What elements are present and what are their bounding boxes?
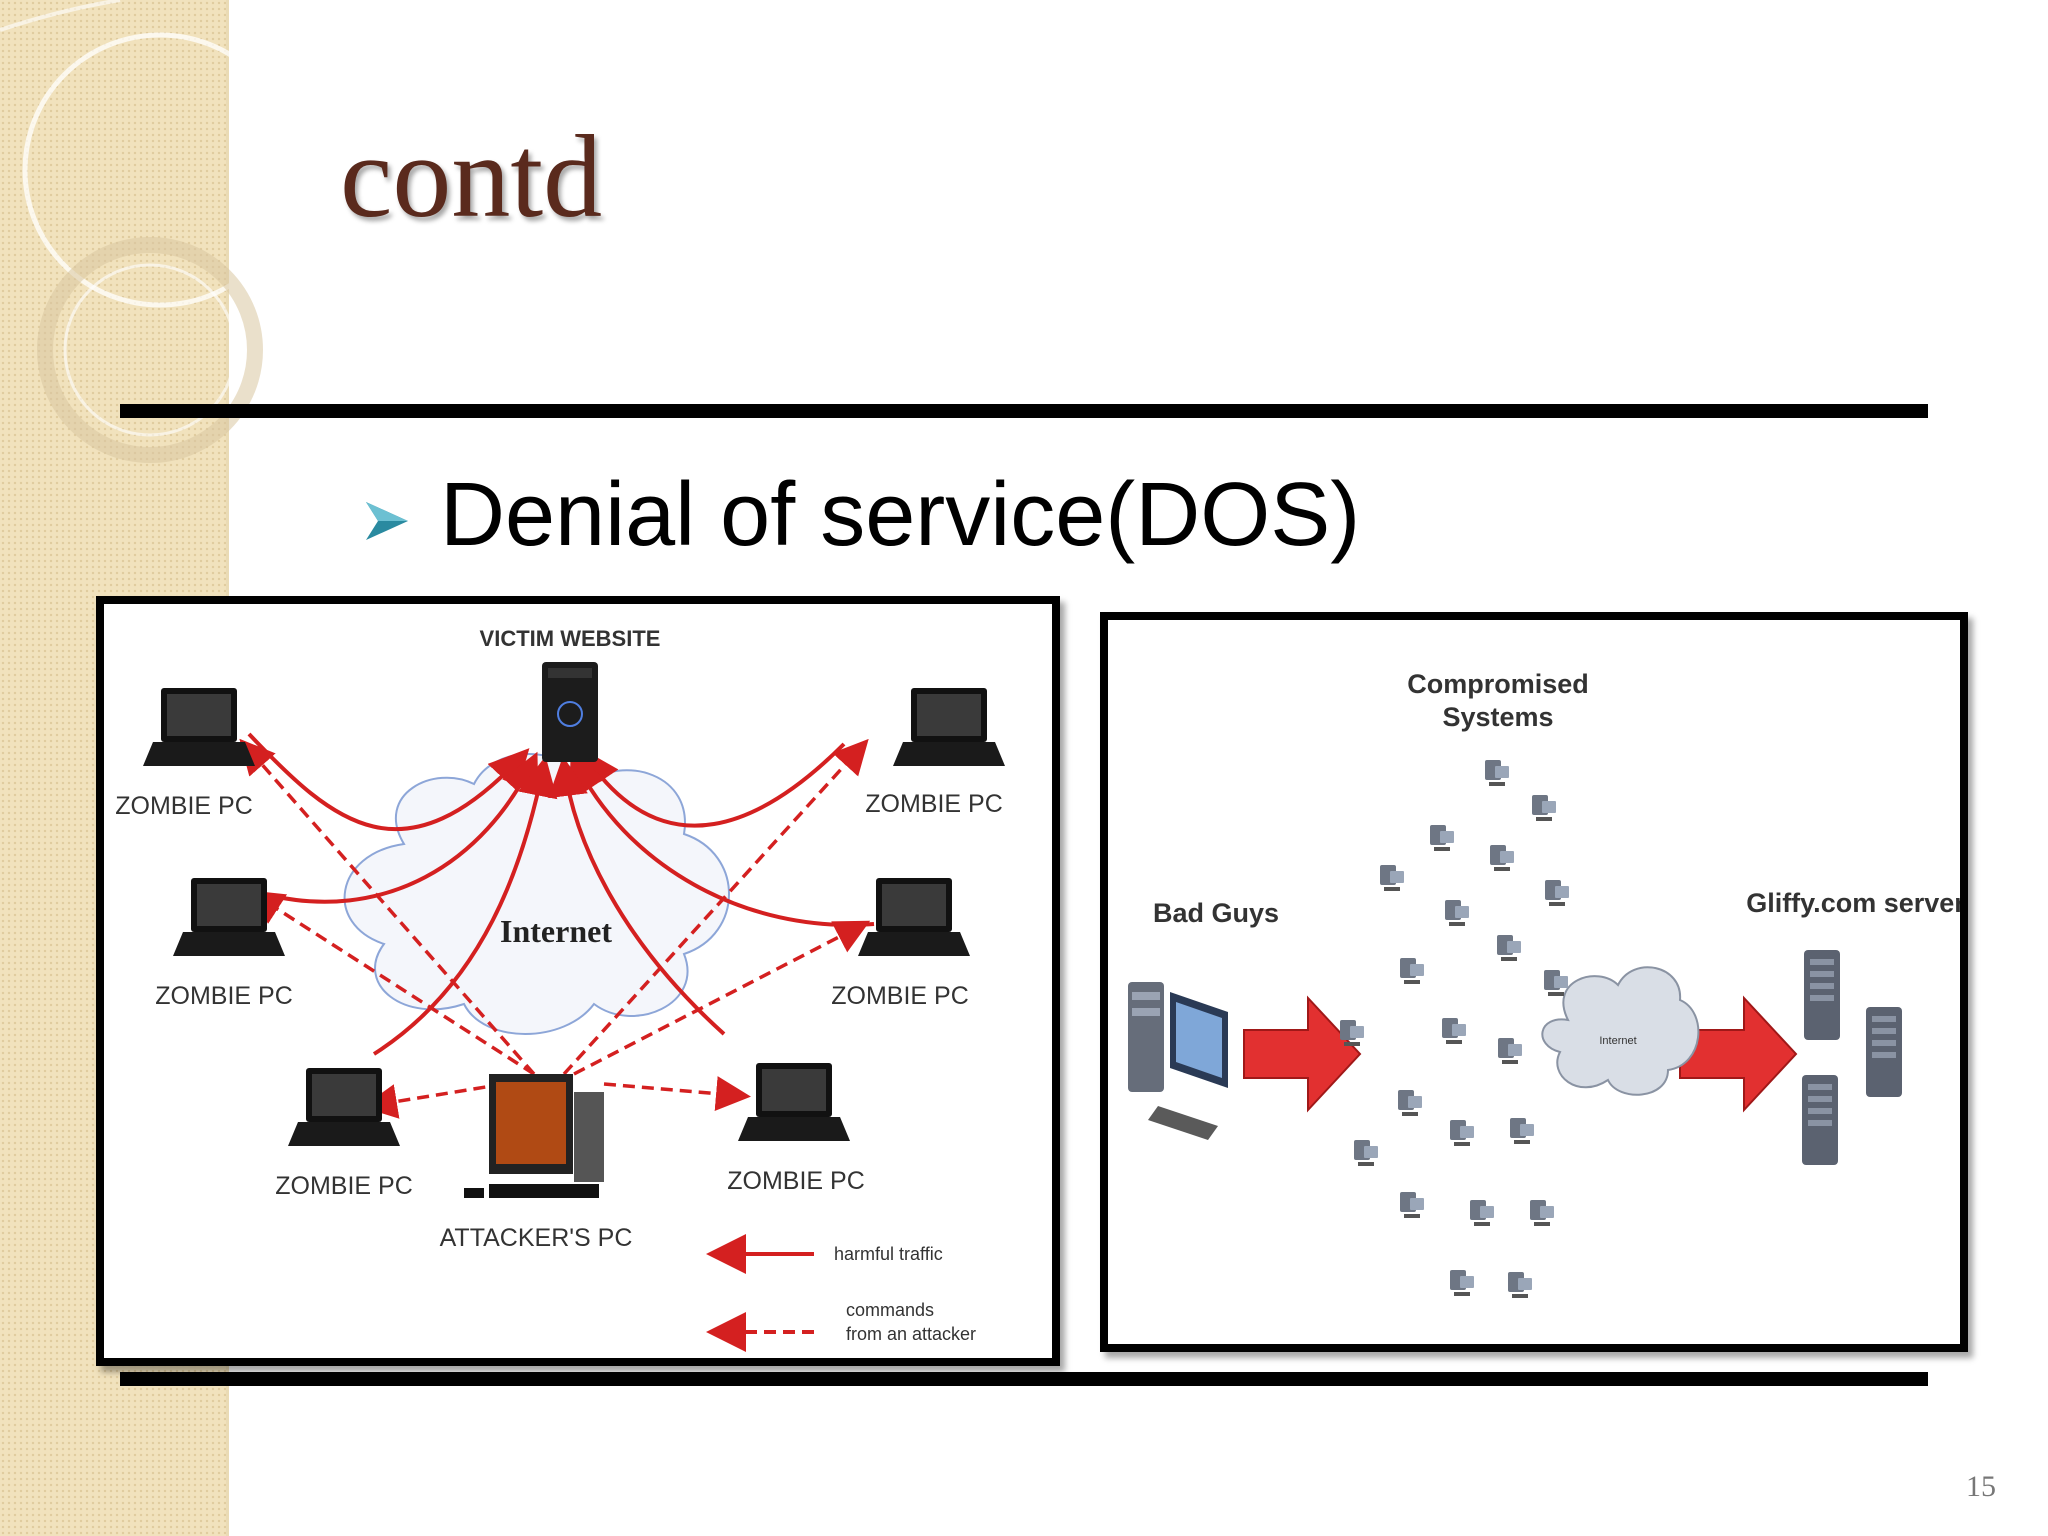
zombie-label: ZOMBIE PC <box>275 1172 413 1200</box>
internet-label: Internet <box>500 913 612 949</box>
bullet-text: Denial of service(DOS) <box>440 465 1361 565</box>
computer-icon <box>1532 795 1556 821</box>
slide-title: contd <box>340 111 603 242</box>
server-icon <box>1804 950 1840 1040</box>
servers-label: Gliffy.com servers <box>1746 888 1960 918</box>
zombie-label: ZOMBIE PC <box>727 1167 865 1195</box>
victim-label: VICTIM WEBSITE <box>480 626 661 651</box>
computer-icon <box>1430 825 1454 851</box>
victim-server-icon <box>542 662 598 762</box>
computer-icon <box>1490 845 1514 871</box>
laptop-icon <box>738 1063 850 1141</box>
gliffy-servers <box>1802 950 1902 1165</box>
server-icon <box>1802 1075 1838 1165</box>
zombie-label: ZOMBIE PC <box>831 982 969 1010</box>
red-arrow-icon <box>1243 995 1362 1113</box>
laptop-icon <box>893 688 1005 766</box>
computer-icon <box>1508 1272 1532 1298</box>
server-icon <box>1866 1007 1902 1097</box>
decorative-arcs <box>0 0 298 463</box>
bad-guys-label: Bad Guys <box>1153 898 1279 928</box>
internet-cloud-icon: Internet <box>1541 966 1700 1096</box>
cloud-internet-label: Internet <box>1599 1035 1636 1047</box>
attacker-label: ATTACKER'S PC <box>440 1224 633 1252</box>
botnet-diagram-panel: Compromised Systems Bad Guys Gliffy.com … <box>1100 612 1968 1352</box>
legend-commands-2: from an attacker <box>846 1324 976 1344</box>
computer-icon <box>1400 1192 1424 1218</box>
legend-commands-1: commands <box>846 1300 934 1320</box>
computer-icon <box>1450 1270 1474 1296</box>
legend: harmful traffic commands from an attacke… <box>706 1234 976 1352</box>
computer-icon <box>1398 1090 1422 1116</box>
bottom-rule <box>120 1372 1928 1386</box>
zombie-label: ZOMBIE PC <box>115 792 253 820</box>
computer-icon <box>1442 1018 1466 1044</box>
compromised-systems <box>1340 760 1569 1298</box>
computer-icon <box>1544 970 1568 996</box>
laptop-icon <box>173 878 285 956</box>
computer-icon <box>1380 865 1404 891</box>
computer-icon <box>1470 1200 1494 1226</box>
harmful-traffic-lines <box>247 732 875 1056</box>
red-arrow-icon <box>1679 995 1798 1113</box>
arrow-bullet-icon <box>366 502 408 540</box>
computer-icon <box>1497 935 1521 961</box>
ddos-diagram-panel: VICTIM WEBSITE Internet ZOMBIE PC ZOMBIE… <box>96 596 1060 1366</box>
command-lines <box>239 738 871 1119</box>
computer-icon <box>1510 1118 1534 1144</box>
computer-icon <box>1498 1038 1522 1064</box>
attacker-pc-icon <box>464 1074 604 1198</box>
computer-icon <box>1450 1120 1474 1146</box>
bullet-item: Denial of service(DOS) <box>362 470 1360 560</box>
laptop-icon <box>858 878 970 956</box>
laptop-icon <box>143 688 255 766</box>
page-number: 15 <box>1966 1470 1996 1503</box>
zombie-label: ZOMBIE PC <box>155 982 293 1010</box>
bad-guys-computer-icon <box>1128 982 1228 1140</box>
computer-icon <box>1485 760 1509 786</box>
computer-icon <box>1545 880 1569 906</box>
legend-harmful: harmful traffic <box>834 1244 943 1264</box>
computer-icon <box>1445 900 1469 926</box>
computer-icon <box>1400 958 1424 984</box>
compromised-label-2: Systems <box>1442 702 1553 732</box>
zombie-label: ZOMBIE PC <box>865 790 1003 818</box>
top-rule <box>120 404 1928 418</box>
ddos-diagram: VICTIM WEBSITE Internet ZOMBIE PC ZOMBIE… <box>115 626 1005 1352</box>
computer-icon <box>1530 1200 1554 1226</box>
botnet-diagram: Compromised Systems Bad Guys Gliffy.com … <box>1128 669 1960 1298</box>
laptop-icon <box>288 1068 400 1146</box>
computer-icon <box>1354 1140 1378 1166</box>
compromised-label-1: Compromised <box>1407 669 1589 699</box>
